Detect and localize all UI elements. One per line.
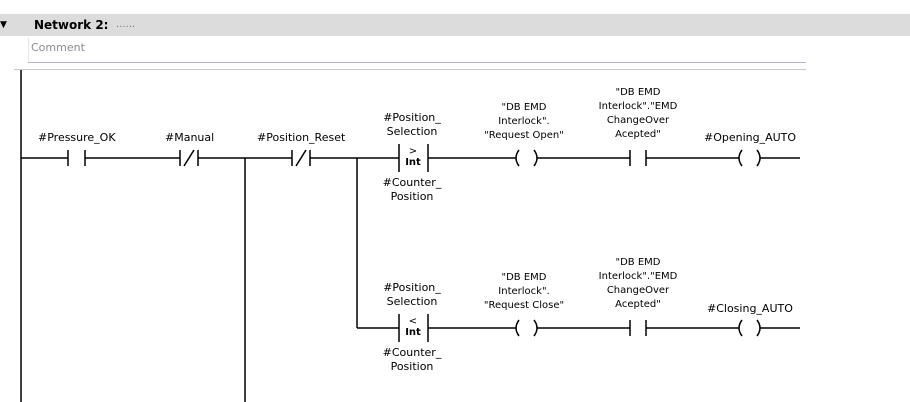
network-comment[interactable]: Comment bbox=[31, 41, 85, 54]
cmp2-input1[interactable]: #Position_ Selection bbox=[382, 281, 442, 309]
cmp1-input2-line2: Position bbox=[390, 190, 434, 203]
rung-area-top-border bbox=[14, 69, 806, 70]
changeover-2-line4: Acepted" bbox=[615, 299, 661, 310]
coil-request-open-line1: "DB EMD bbox=[501, 102, 547, 113]
label-closing-auto[interactable]: #Closing_AUTO bbox=[707, 302, 793, 315]
network-title: Network 2: bbox=[34, 18, 109, 32]
coil-request-close-label[interactable]: "DB EMD Interlock". "Request Close" bbox=[474, 271, 574, 313]
cmp1-operator: > bbox=[408, 146, 418, 157]
cmp2-input2[interactable]: #Counter_ Position bbox=[382, 346, 442, 374]
changeover-2-line1: "DB EMD bbox=[615, 257, 661, 268]
coil-request-close-line1: "DB EMD bbox=[501, 272, 547, 283]
cmp2-input1-line2: Selection bbox=[386, 295, 438, 308]
collapse-triangle-icon[interactable]: ▼ bbox=[0, 20, 7, 30]
network-header[interactable]: ▼ Network 2: ...... bbox=[0, 14, 910, 36]
cmp1-input1[interactable]: #Position_ Selection bbox=[382, 111, 442, 139]
compare-box-less bbox=[398, 314, 429, 342]
label-manual[interactable]: #Manual bbox=[165, 131, 215, 144]
no-contact-changeover-1 bbox=[629, 150, 647, 166]
comment-separator bbox=[28, 62, 806, 63]
changeover-1-line1: "DB EMD bbox=[615, 87, 661, 98]
label-position-reset[interactable]: #Position_Reset bbox=[257, 131, 346, 144]
cmp1-type[interactable]: Int bbox=[405, 157, 421, 168]
cmp1-input1-line2: Selection bbox=[386, 125, 438, 138]
nc-contact-manual bbox=[179, 149, 199, 167]
coil-request-open bbox=[515, 149, 538, 167]
cmp2-type[interactable]: Int bbox=[405, 327, 421, 338]
coil-opening-auto bbox=[738, 149, 761, 167]
cmp2-input1-line1: #Position_ bbox=[383, 281, 441, 294]
cmp2-operator: < bbox=[408, 316, 418, 327]
cmp2-input2-line2: Position bbox=[390, 360, 434, 373]
coil-request-open-line2: Interlock". bbox=[498, 116, 550, 127]
no-contact-pressure-ok bbox=[67, 150, 86, 166]
cmp1-input2[interactable]: #Counter_ Position bbox=[382, 176, 442, 204]
no-contact-changeover-2 bbox=[629, 320, 647, 336]
changeover-2-line3: ChangeOver bbox=[606, 285, 670, 296]
label-opening-auto[interactable]: #Opening_AUTO bbox=[704, 131, 797, 144]
network-title-placeholder[interactable]: ...... bbox=[116, 19, 136, 30]
coil-request-close bbox=[515, 319, 538, 337]
comment-box-border bbox=[28, 38, 29, 62]
cmp2-input2-line1: #Counter_ bbox=[382, 346, 442, 359]
coil-request-open-label[interactable]: "DB EMD Interlock". "Request Open" bbox=[474, 101, 574, 143]
coil-request-close-line3: "Request Close" bbox=[483, 300, 565, 311]
changeover-1-line2: Interlock"."EMD bbox=[598, 101, 678, 112]
cmp1-input1-line1: #Position_ bbox=[383, 111, 441, 124]
changeover-1-line4: Acepted" bbox=[615, 129, 661, 140]
changeover-2-line2: Interlock"."EMD bbox=[598, 271, 678, 282]
coil-request-open-line3: "Request Open" bbox=[484, 130, 564, 141]
changeover-1-label[interactable]: "DB EMD Interlock"."EMD ChangeOver Acept… bbox=[588, 86, 688, 142]
changeover-2-label[interactable]: "DB EMD Interlock"."EMD ChangeOver Acept… bbox=[588, 256, 688, 312]
nc-contact-position-reset bbox=[291, 149, 311, 167]
changeover-1-line3: ChangeOver bbox=[606, 115, 670, 126]
label-pressure-ok[interactable]: #Pressure_OK bbox=[38, 131, 116, 144]
coil-closing-auto bbox=[738, 319, 761, 337]
compare-box-greater bbox=[398, 144, 429, 172]
coil-request-close-line2: Interlock". bbox=[498, 286, 550, 297]
cmp1-input2-line1: #Counter_ bbox=[382, 176, 442, 189]
